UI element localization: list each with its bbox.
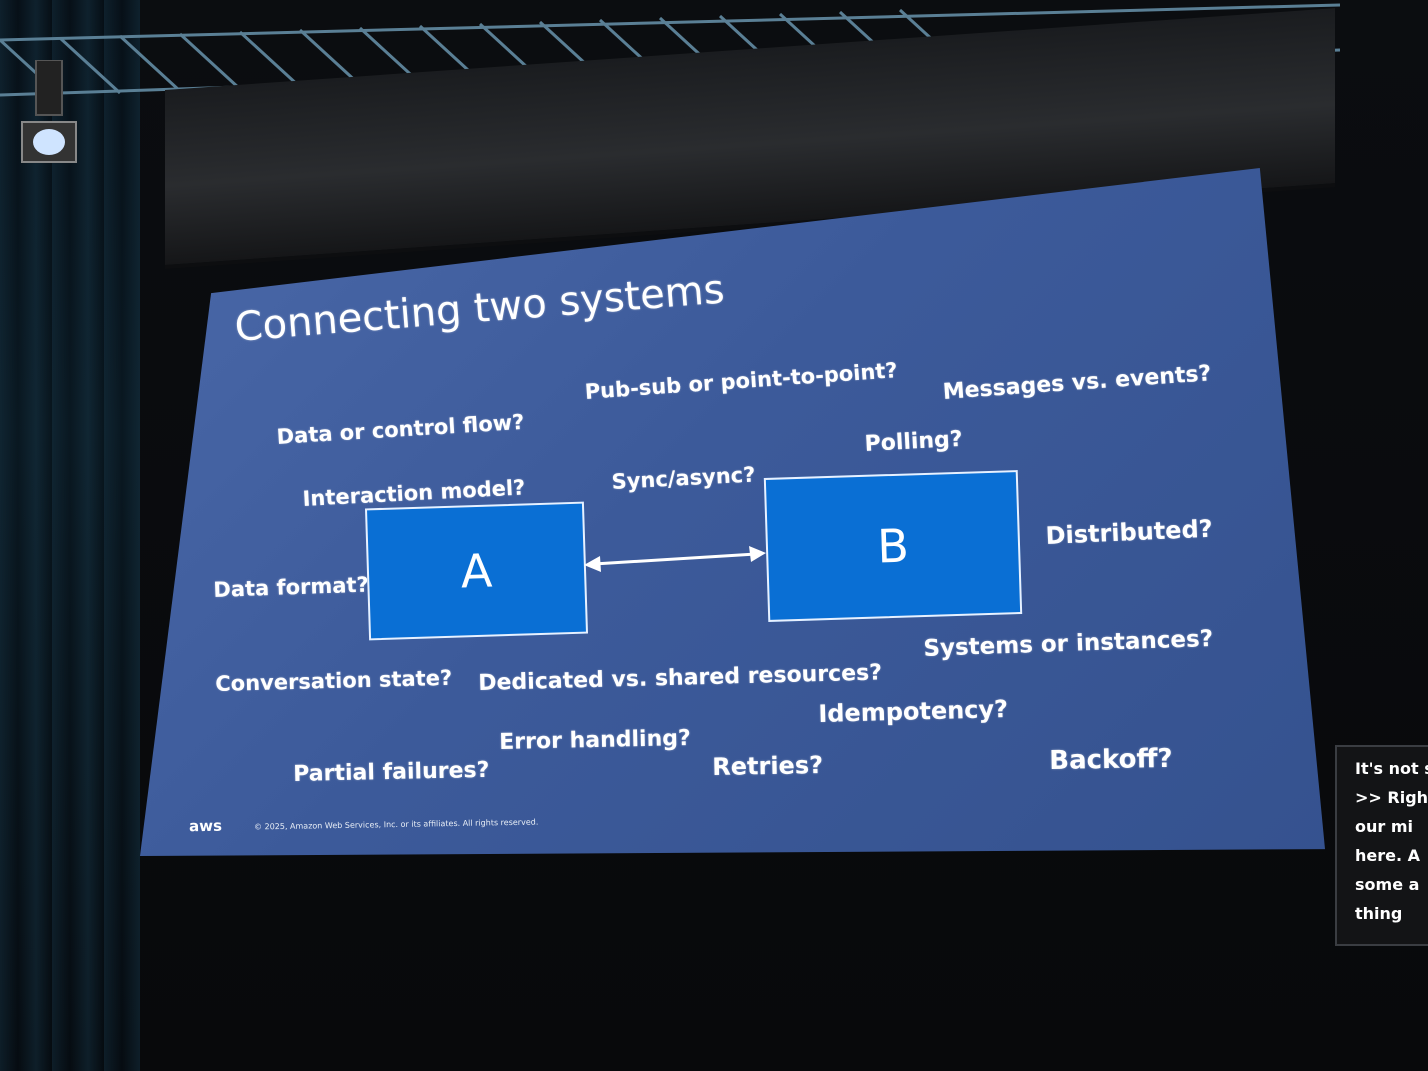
presentation-screen bbox=[140, 168, 1325, 857]
system-b-label: B bbox=[876, 518, 910, 574]
caption-line: some a bbox=[1355, 875, 1420, 894]
question-errors: Error handling? bbox=[499, 725, 692, 755]
caption-line: here. A bbox=[1355, 846, 1421, 865]
question-backoff: Backoff? bbox=[1049, 743, 1173, 776]
stage-spotlight bbox=[14, 59, 84, 170]
caption-line: >> Righ bbox=[1355, 788, 1428, 807]
question-idempotency: Idempotency? bbox=[818, 695, 1009, 728]
system-a-label: A bbox=[459, 543, 494, 599]
bidirectional-arrow-icon bbox=[584, 546, 766, 572]
system-b-box: B bbox=[763, 470, 1023, 622]
caption-line: our mi bbox=[1355, 817, 1413, 836]
system-a-box: A bbox=[364, 501, 589, 641]
aws-logo: aws bbox=[188, 816, 223, 836]
question-polling: Polling? bbox=[864, 426, 964, 457]
question-retries: Retries? bbox=[712, 751, 824, 781]
caption-line: thing bbox=[1355, 904, 1403, 923]
question-partial: Partial failures? bbox=[293, 757, 490, 787]
caption-line: It's not s bbox=[1355, 759, 1428, 778]
caption-monitor: It's not s >> Righ our mi here. A some a… bbox=[1335, 745, 1428, 946]
